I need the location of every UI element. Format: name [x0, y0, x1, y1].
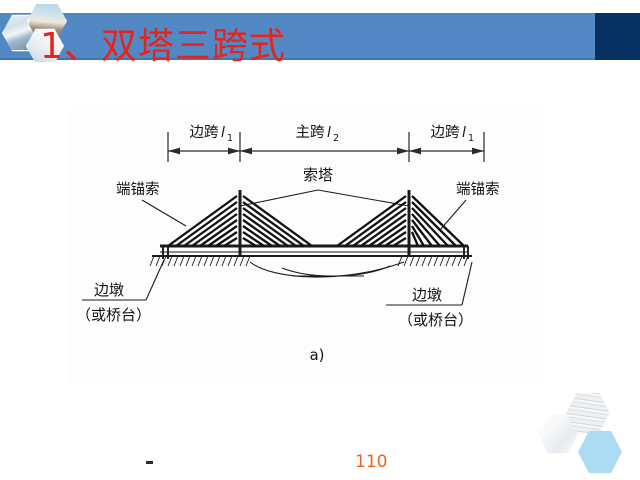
label-pier-right-alt: （或桥台） — [398, 311, 473, 329]
label-main-span-subscript: 2 — [333, 133, 339, 144]
leader-anchor-left — [141, 199, 187, 227]
label-main-span: 主跨 — [296, 124, 325, 141]
leader-pier-left — [145, 259, 165, 301]
figure-caption: a) — [309, 346, 324, 364]
header-band-underline — [0, 58, 595, 60]
cables-left-main-span — [242, 195, 313, 247]
hexagon-photo-cluster — [2, 2, 80, 64]
label-side-span-right-subscript: 1 — [468, 133, 474, 144]
leader-pier-right — [461, 261, 473, 306]
decorative-hexagon-cluster — [538, 392, 640, 480]
label-pier-left: 边墩 — [94, 281, 124, 299]
cables-left-side-span — [167, 195, 238, 247]
label-side-span-left-symbol: l — [221, 125, 225, 141]
pylon-leader-lines — [239, 189, 410, 207]
label-anchor-cable-right: 端锚索 — [456, 181, 500, 198]
bridge-diagram: .ln { stroke:#1b1b1b; fill:none; } .thin… — [76, 124, 500, 364]
label-main-span-symbol: l — [327, 125, 331, 141]
ground-line — [149, 255, 472, 278]
label-side-span-left: 边跨 — [190, 124, 219, 141]
label-side-span-right: 边跨 — [431, 124, 460, 141]
label-anchor-cable-left: 端锚索 — [116, 181, 160, 198]
cables-right-side-span — [410, 195, 465, 247]
label-pier-left-alt: （或桥台） — [76, 306, 151, 324]
figure-panel: .ln { stroke:#1b1b1b; fill:none; } .thin… — [68, 110, 544, 382]
leader-anchor-right — [439, 199, 467, 231]
slide-header — [0, 13, 640, 60]
footer-dash-marker — [146, 461, 153, 464]
cables-right-main-span — [336, 195, 407, 247]
pier-left — [162, 246, 169, 259]
label-pylon: 索塔 — [303, 166, 333, 184]
pier-right — [463, 246, 469, 259]
label-side-span-right-symbol: l — [462, 125, 466, 141]
hexagon-blue-icon — [578, 430, 622, 474]
label-side-span-left-subscript: 1 — [227, 133, 233, 144]
header-band — [0, 13, 595, 60]
label-pier-right: 边墩 — [412, 286, 442, 304]
dimension-chain — [167, 132, 485, 162]
page-title: 1、双塔三跨式 — [40, 26, 286, 67]
bridge-deck — [160, 244, 468, 253]
page-number: 110 — [355, 452, 388, 472]
header-accent-block — [595, 13, 640, 60]
